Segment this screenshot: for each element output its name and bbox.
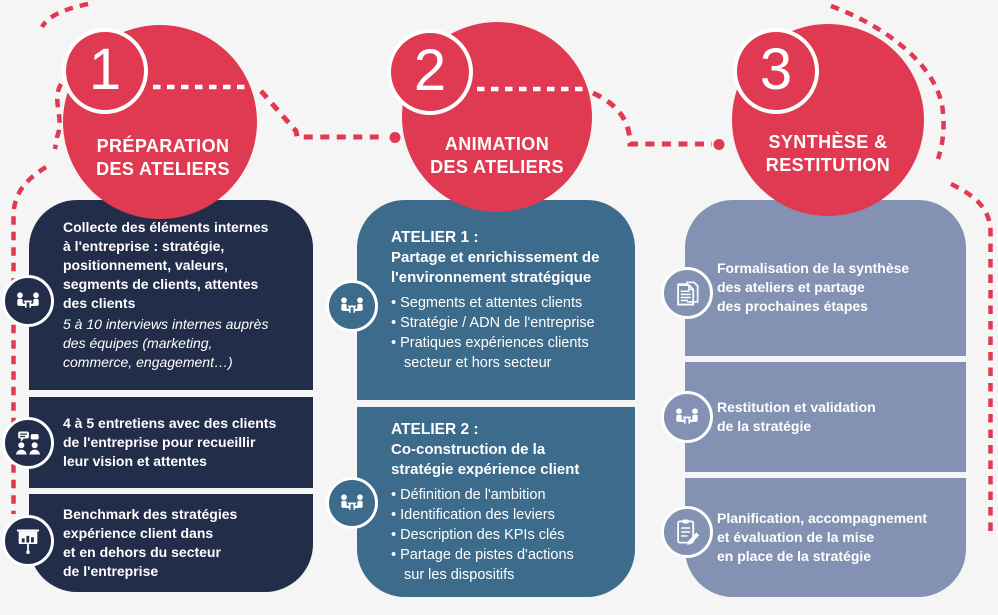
card-planification-text: Planification, accompagnement et évaluat… [717, 510, 928, 564]
meeting-icon [2, 275, 54, 327]
step-2-number: 2 [413, 37, 447, 103]
document-icon [661, 267, 713, 319]
connector-dot-step2 [389, 132, 401, 143]
card-collecte-elements: Collecte des éléments internes à l'entre… [29, 200, 313, 390]
step-3-number-badge: 3 [733, 28, 819, 114]
card-benchmark: Benchmark des stratégies expérience clie… [29, 494, 313, 592]
connector-step1-step2 [259, 89, 386, 140]
connector-dot-step3 [713, 139, 725, 150]
meeting-icon [661, 391, 713, 443]
atelier-2-bullet: • Identification des leviers [391, 507, 555, 523]
atelier-2-header: ATELIER 2 : [391, 421, 479, 438]
atelier-1-bullet: • Pratiques expériences clients secteur … [391, 335, 589, 371]
step-1-number-badge: 1 [62, 28, 148, 114]
checklist-icon [661, 506, 713, 558]
card-atelier-2: ATELIER 2 : Co-construction de la straté… [357, 407, 635, 597]
card-entretiens-clients: 4 à 5 entretiens avec des clients de l'e… [29, 397, 313, 488]
step-3-number: 3 [759, 36, 793, 102]
atelier-1-subheader: Partage et enrichissement de l'environne… [391, 249, 600, 286]
card-atelier-1: ATELIER 1 : Partage et enrichissement de… [357, 200, 635, 400]
step-3-title: SYNTHÈSE & RESTITUTION [765, 132, 891, 175]
dash-top-left-arc [40, 1, 89, 29]
card-formalisation-text: Formalisation de la synthèse des atelier… [717, 259, 910, 314]
atelier-2-subheader: Co-construction de la stratégie expérien… [391, 441, 580, 478]
atelier-2-bullet: • Partage de pistes d'actions sur les di… [391, 547, 574, 583]
card-benchmark-text: Benchmark des stratégies expérience clie… [63, 506, 238, 579]
step-1-number: 1 [88, 36, 122, 102]
atelier-2-bullet: • Description des KPIs clés [391, 527, 565, 543]
atelier-2-bullet: • Définition de l'ambition [391, 487, 546, 503]
dash-left-s-curve [52, 82, 64, 150]
card-collecte-italic-text: 5 à 10 interviews internes auprès des éq… [63, 316, 269, 370]
card-restitution-text: Restitution et validation de la stratégi… [717, 399, 876, 434]
card-formalisation: Formalisation de la synthèse des atelier… [685, 200, 966, 356]
atelier-1-bullet: • Stratégie / ADN de l'entreprise [391, 315, 595, 331]
atelier-1-header: ATELIER 1 : [391, 229, 479, 246]
card-planification: Planification, accompagnement et évaluat… [685, 478, 966, 597]
card-collecte-bold-text: Collecte des éléments internes à l'entre… [63, 219, 269, 311]
card-restitution: Restitution et validation de la stratégi… [685, 362, 966, 472]
card-entretiens-text: 4 à 5 entretiens avec des clients de l'e… [63, 415, 277, 469]
step-2-number-badge: 2 [387, 29, 473, 115]
step-2-title: ANIMATION DES ATELIERS [430, 134, 564, 177]
step-1-title: PRÉPARATION DES ATELIERS [96, 136, 230, 179]
interview-icon [2, 417, 54, 469]
connector-step2-step3 [591, 90, 712, 147]
presentation-icon [2, 515, 54, 567]
atelier-1-bullet: • Segments et attentes clients [391, 295, 583, 311]
meeting-icon [326, 477, 378, 529]
meeting-icon [326, 280, 378, 332]
